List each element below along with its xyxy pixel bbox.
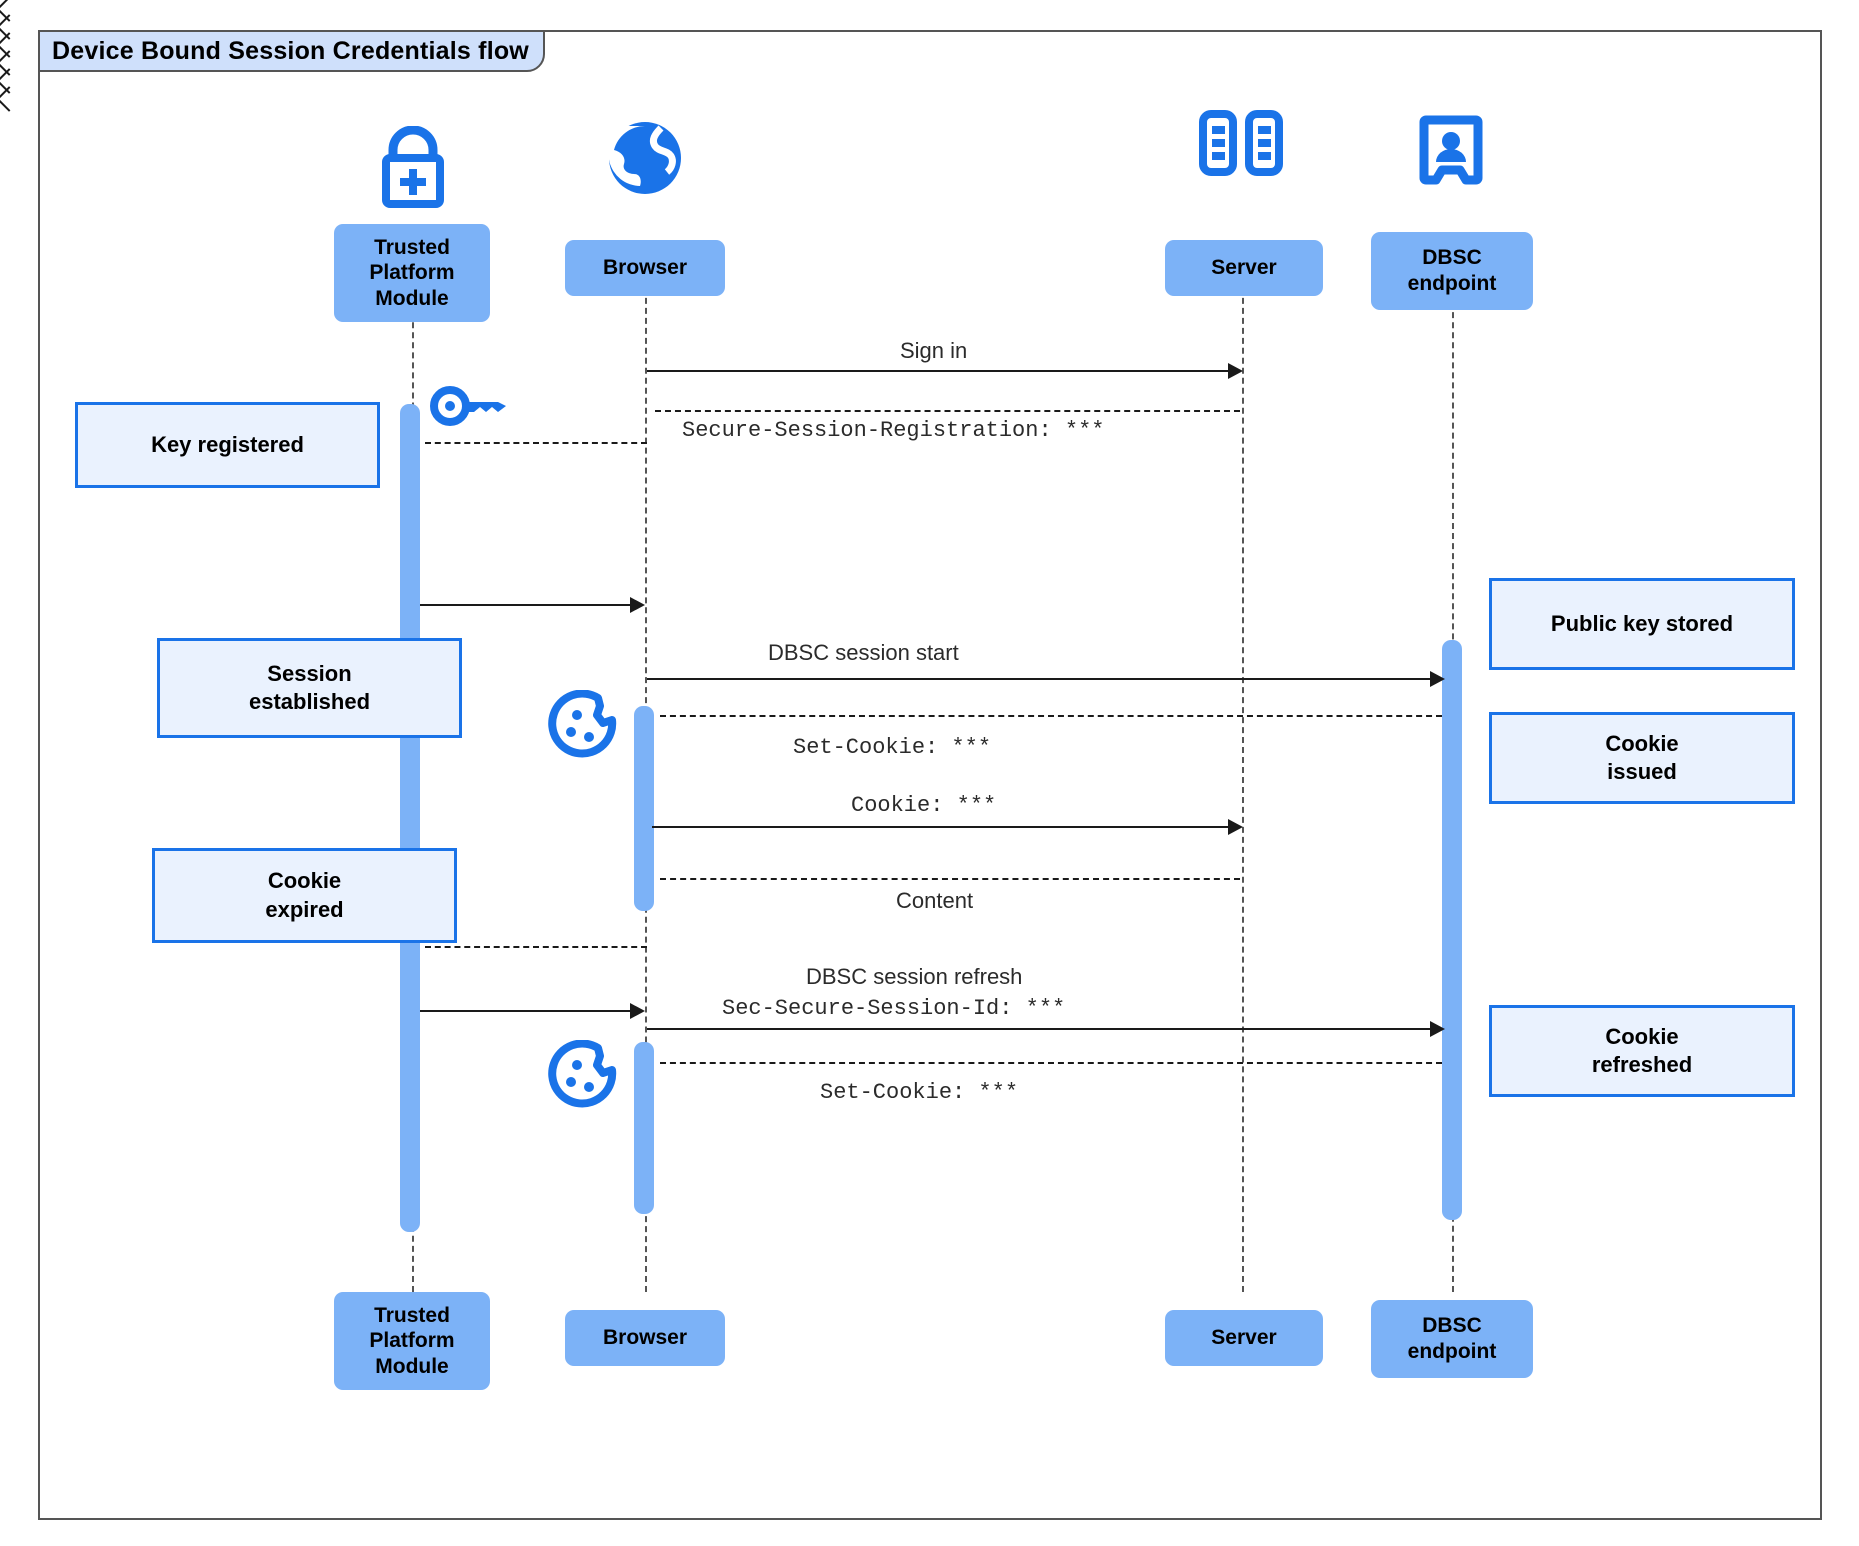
participant-label: Trusted Platform Module	[369, 235, 455, 310]
message-label-sec-secure-session-id: Sec-Secure-Session-Id: ***	[722, 996, 1066, 1021]
participant-label: DBSC endpoint	[1407, 246, 1497, 295]
message-arrowhead-cookie	[1228, 819, 1243, 835]
message-label-secure-session-registration: Secure-Session-Registration: ***	[682, 418, 1105, 443]
message-line-tpm-to-browser-refresh	[420, 1010, 640, 1012]
message-arrowhead-set-cookie-2	[0, 86, 22, 112]
message-arrowhead-tpm-to-browser-key	[630, 597, 645, 613]
activation-bar-browser-1	[634, 706, 654, 911]
message-line-set-cookie-2	[660, 1062, 1442, 1064]
note-label: Session established	[248, 660, 371, 714]
participant-dbsc-top[interactable]: DBSC endpoint	[1371, 232, 1533, 310]
note-label: Cookie refreshed	[1591, 1023, 1693, 1077]
cookie-icon	[548, 689, 618, 765]
message-arrowhead-dbsc-session-start	[1430, 671, 1445, 687]
server-racks-icon	[1197, 110, 1285, 181]
message-line-secure-session-registration	[655, 410, 1240, 412]
participant-label: Server	[1211, 1326, 1277, 1350]
note-cookie-expired: Cookie expired	[152, 848, 457, 943]
message-label-sign-in: Sign in	[900, 338, 968, 363]
participant-label: Browser	[602, 1326, 688, 1350]
activation-bar-dbsc	[1442, 640, 1462, 1220]
participant-label: DBSC endpoint	[1407, 1314, 1497, 1363]
participant-tpm-top[interactable]: Trusted Platform Module	[334, 224, 490, 322]
message-label-set-cookie-1: Set-Cookie: ***	[793, 735, 992, 760]
message-line-key-registration-to-tpm	[425, 442, 647, 444]
message-label-cookie: Cookie: ***	[851, 793, 997, 818]
message-line-content	[660, 878, 1240, 880]
activation-bar-tpm	[400, 404, 420, 1232]
lock-plus-icon	[367, 125, 459, 213]
note-key-registered: Key registered	[75, 402, 380, 488]
message-line-sign-in	[647, 370, 1240, 372]
note-label: Public key stored	[1550, 610, 1734, 636]
message-arrowhead-tpm-to-browser-refresh	[630, 1003, 645, 1019]
participant-server-top[interactable]: Server	[1165, 240, 1323, 296]
participant-label: Trusted Platform Module	[369, 1303, 455, 1378]
participant-label: Browser	[602, 256, 688, 280]
message-label-content: Content	[896, 888, 974, 913]
message-line-cookie	[652, 826, 1240, 828]
participant-label: Server	[1211, 256, 1277, 280]
message-line-sec-secure-session-id	[647, 1028, 1442, 1030]
participant-browser-bottom[interactable]: Browser	[565, 1310, 725, 1366]
note-cookie-issued: Cookie issued	[1489, 712, 1795, 804]
message-label-set-cookie-2: Set-Cookie: ***	[820, 1080, 1019, 1105]
participant-browser-top[interactable]: Browser	[565, 240, 725, 296]
message-arrowhead-sign-in	[1228, 363, 1243, 379]
message-label-dbsc-session-start: DBSC session start	[768, 640, 959, 665]
note-label: Key registered	[151, 431, 304, 457]
note-label: Cookie issued	[1605, 730, 1679, 784]
diagram-title: Device Bound Session Credentials flow	[38, 30, 545, 72]
message-label-dbsc-session-refresh: DBSC session refresh	[806, 964, 1023, 989]
activation-bar-browser-2	[634, 1042, 654, 1214]
message-line-dbsc-session-start	[647, 678, 1442, 680]
message-arrowhead-sec-secure-session-id	[1430, 1021, 1445, 1037]
participant-tpm-bottom[interactable]: Trusted Platform Module	[334, 1292, 490, 1390]
participant-dbsc-bottom[interactable]: DBSC endpoint	[1371, 1300, 1533, 1378]
globe-icon	[601, 118, 689, 203]
key-icon	[428, 381, 508, 436]
note-cookie-refreshed: Cookie refreshed	[1489, 1005, 1795, 1097]
id-badge-icon	[1418, 112, 1484, 195]
message-line-tpm-to-browser-key	[420, 604, 640, 606]
note-label: Cookie expired	[265, 868, 344, 922]
note-session-established: Session established	[157, 638, 462, 738]
cookie-icon	[548, 1039, 618, 1115]
note-public-key-stored: Public key stored	[1489, 578, 1795, 670]
message-line-set-cookie-1	[660, 715, 1442, 717]
lifeline-server	[1242, 248, 1244, 1292]
message-line-cookie-expired-to-tpm	[425, 946, 647, 948]
participant-server-bottom[interactable]: Server	[1165, 1310, 1323, 1366]
